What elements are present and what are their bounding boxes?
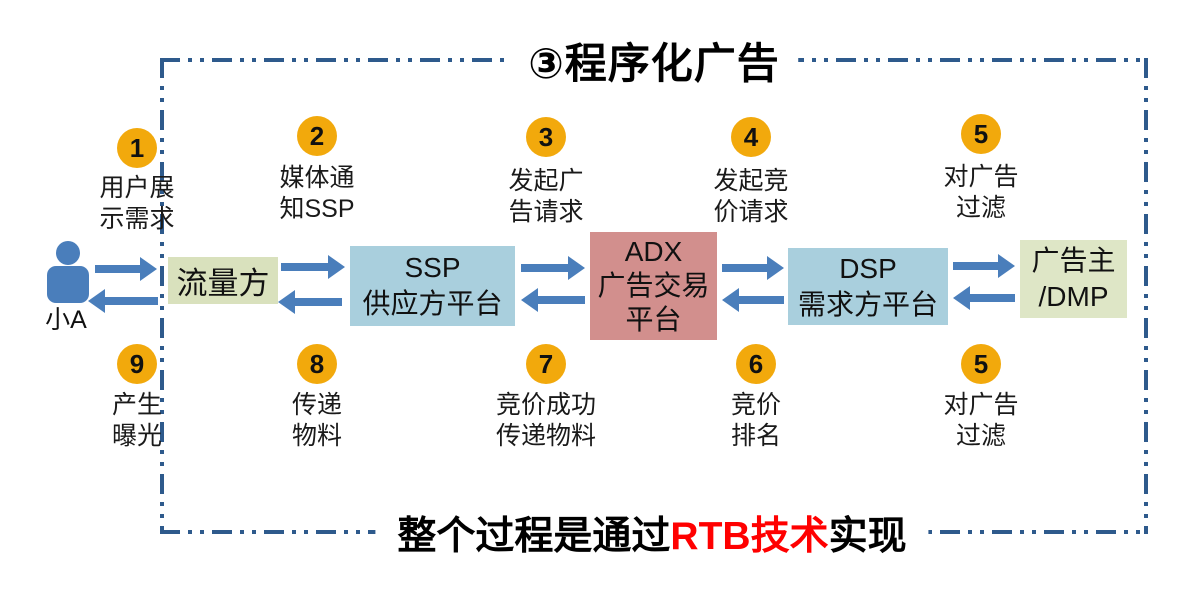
adx-label: 广告交易 bbox=[597, 270, 710, 301]
step-label-line: 媒体通 bbox=[279, 164, 355, 192]
step-label-line: 对广告 bbox=[943, 163, 1019, 191]
step-label-line: 发起广 bbox=[508, 167, 584, 195]
step-label-line: 竞价成功 bbox=[495, 391, 596, 419]
step-badge-4: 4 bbox=[731, 117, 771, 157]
user-icon bbox=[42, 241, 92, 308]
step-badge-6: 6 bbox=[736, 344, 776, 384]
arrow-right-icon bbox=[722, 256, 784, 280]
arrow-left-icon bbox=[521, 288, 585, 312]
arrow-left-icon bbox=[88, 289, 158, 313]
step-label-line: 发起竞 bbox=[713, 167, 789, 195]
step-label-line: 示需求 bbox=[99, 205, 175, 233]
step-badge-8: 8 bbox=[297, 344, 337, 384]
actor-name: 小A bbox=[45, 306, 87, 334]
step-label-line: 竞价 bbox=[730, 391, 781, 419]
step-badge-5-top: 5 bbox=[961, 114, 1001, 154]
step-label-8: 传递 物料 bbox=[232, 390, 402, 452]
step-label-5-bottom: 对广告 过滤 bbox=[896, 390, 1066, 452]
step-badge-1: 1 bbox=[117, 128, 157, 168]
advertiser-label: 广告主 bbox=[1031, 245, 1116, 276]
dmp-label: /DMP bbox=[1038, 281, 1109, 312]
dsp-abbr: DSP bbox=[839, 252, 897, 284]
arrow-right-icon bbox=[95, 257, 157, 281]
step-label-line: 传递物料 bbox=[495, 422, 596, 450]
frame-border-left bbox=[160, 58, 164, 534]
step-label-line: 排名 bbox=[730, 422, 781, 450]
arrow-right-icon bbox=[281, 255, 345, 279]
footer-text-pre: 整个过程是通过 bbox=[397, 515, 671, 558]
step-label-line: 过滤 bbox=[955, 194, 1006, 222]
arrow-left-icon bbox=[722, 288, 784, 312]
advertiser-dmp-box: 广告主 /DMP bbox=[1020, 240, 1127, 318]
step-label-7: 竞价成功 传递物料 bbox=[461, 390, 631, 452]
step-label-3: 发起广 告请求 bbox=[461, 166, 631, 228]
ssp-box: SSP 供应方平台 bbox=[350, 246, 515, 326]
footer-text-post: 实现 bbox=[828, 515, 907, 558]
step-badge-3: 3 bbox=[526, 117, 566, 157]
dsp-label: 需求方平台 bbox=[797, 288, 938, 320]
adx-abbr: ADX bbox=[624, 236, 683, 267]
step-label-line: 传递 bbox=[291, 391, 342, 419]
step-label-line: 产生 bbox=[111, 391, 162, 419]
step-label-2: 媒体通 知SSP bbox=[232, 163, 402, 225]
ssp-label: 供应方平台 bbox=[362, 288, 503, 319]
step-badge-2: 2 bbox=[297, 116, 337, 156]
step-label-line: 告请求 bbox=[508, 198, 584, 226]
step-label-line: 用户展 bbox=[99, 174, 175, 202]
arrow-right-icon bbox=[953, 254, 1015, 278]
footer-text-highlight: RTB技术 bbox=[670, 515, 829, 558]
traffic-box: 流量方 bbox=[168, 257, 278, 304]
adx-box: ADX 广告交易 平台 bbox=[590, 232, 717, 340]
step-label-line: 知SSP bbox=[279, 195, 355, 223]
adx-label2: 平台 bbox=[625, 304, 682, 335]
step-label-line: 曝光 bbox=[111, 422, 162, 450]
step-badge-9: 9 bbox=[117, 344, 157, 384]
step-label-5-top: 对广告 过滤 bbox=[896, 162, 1066, 224]
step-label-line: 价请求 bbox=[713, 198, 789, 226]
footer-caption: 整个过程是通过RTB技术实现 bbox=[375, 505, 929, 561]
diagram-title: ③程序化广告 bbox=[510, 30, 798, 91]
arrow-right-icon bbox=[521, 256, 585, 280]
step-label-line: 对广告 bbox=[943, 391, 1019, 419]
step-label-1: 用户展 示需求 bbox=[52, 173, 222, 235]
dsp-box: DSP 需求方平台 bbox=[788, 248, 948, 325]
step-label-line: 物料 bbox=[291, 422, 342, 450]
frame-border-right bbox=[1144, 58, 1148, 534]
step-badge-5-bottom: 5 bbox=[961, 344, 1001, 384]
step-label-line: 过滤 bbox=[955, 422, 1006, 450]
traffic-label: 流量方 bbox=[176, 266, 270, 301]
step-label-4: 发起竞 价请求 bbox=[666, 166, 836, 228]
step-label-6: 竞价 排名 bbox=[671, 390, 841, 452]
arrow-left-icon bbox=[278, 290, 342, 314]
ssp-abbr: SSP bbox=[404, 252, 461, 283]
step-label-9: 产生 曝光 bbox=[52, 390, 222, 452]
step-badge-7: 7 bbox=[526, 344, 566, 384]
arrow-left-icon bbox=[953, 286, 1015, 310]
